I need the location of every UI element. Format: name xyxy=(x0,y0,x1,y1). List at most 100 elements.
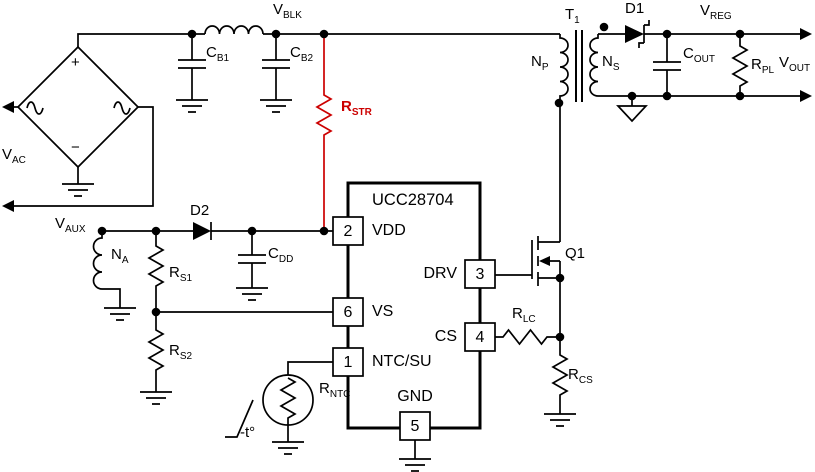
label-rs1: RS1 xyxy=(169,264,193,284)
capacitor xyxy=(178,34,206,100)
ic-pin-4-box xyxy=(464,322,496,352)
resistor-rlc xyxy=(495,328,560,346)
capacitor xyxy=(262,34,290,100)
ic-pin-label-vdd: VDD xyxy=(372,222,406,239)
ic-pin-1-number: 1 xyxy=(343,354,353,371)
wire xyxy=(287,361,333,375)
cap-cout xyxy=(653,34,681,96)
secondary-winding xyxy=(589,34,599,97)
bridge-plus-sign: + xyxy=(71,54,80,71)
ic-pin-label-ntcsu: NTC/SU xyxy=(372,353,432,370)
secondary-ground-icon xyxy=(616,105,648,123)
winding-na xyxy=(92,231,136,321)
phase-dot xyxy=(554,98,564,108)
ic-pin-label-drv: DRV xyxy=(423,265,458,282)
label-vblk: VBLK xyxy=(273,1,302,21)
ic-pin-1-box xyxy=(332,347,364,377)
ic-pin-6-box xyxy=(332,297,364,327)
label-rstr: RSTR xyxy=(341,98,372,118)
ic-pin-5-number: 5 xyxy=(410,418,420,435)
body-arrow-icon xyxy=(539,256,550,266)
junction-dots xyxy=(97,29,745,342)
ground-symbol xyxy=(399,440,431,472)
filter-inductor xyxy=(204,25,264,35)
ac-sine-icon xyxy=(26,101,44,115)
resistor-rpl xyxy=(731,34,749,96)
ac-sine-icon xyxy=(113,101,131,115)
bridge-rectifier xyxy=(16,45,140,197)
ic-pin-4-number: 4 xyxy=(475,329,485,346)
label-cb1: CB1 xyxy=(206,44,230,64)
arrow-right-icon xyxy=(800,28,812,40)
label-vreg: VREG xyxy=(700,2,732,22)
label-cout: COUT xyxy=(683,45,715,65)
ic-pin-2-number: 2 xyxy=(343,223,353,240)
diode-d2-icon xyxy=(193,222,211,240)
label-np: NP xyxy=(531,53,549,73)
ground-symbol xyxy=(544,413,576,427)
label-ns: NS xyxy=(602,53,620,73)
label-rcs: RCS xyxy=(568,366,593,386)
source-wire xyxy=(538,260,561,337)
label-q1: Q1 xyxy=(565,245,586,262)
current-sense xyxy=(495,328,576,427)
cap-cb1 xyxy=(176,34,208,113)
arrow-left-icon xyxy=(2,200,14,212)
ic-pin-2-box xyxy=(332,216,364,246)
ic-pin-label-cs: CS xyxy=(434,328,457,345)
ic-pin-6-number: 6 xyxy=(343,304,353,321)
primary-winding xyxy=(559,34,569,242)
label-rs2: RS2 xyxy=(169,342,193,362)
ground-symbol xyxy=(176,99,208,113)
ground-symbol xyxy=(236,287,268,301)
cap-cdd xyxy=(238,231,266,288)
resistor-rs1 xyxy=(147,231,165,312)
ground-symbol xyxy=(260,99,292,113)
inductor xyxy=(92,231,121,308)
wire xyxy=(77,33,205,47)
mosfet-q1 xyxy=(495,236,561,337)
ic-pin-label-gnd: GND xyxy=(397,388,433,405)
temperature-slash-icon xyxy=(225,399,254,438)
label-vout: VOUT xyxy=(779,54,811,74)
label-vaux: VAUX xyxy=(55,215,86,235)
ground-symbol xyxy=(104,307,136,321)
ground-symbol xyxy=(140,391,172,405)
resistor-rs2 xyxy=(147,312,165,392)
phase-dot xyxy=(599,22,609,32)
label-vac: VAC xyxy=(2,146,26,166)
label-na: NA xyxy=(111,246,129,266)
ground-symbol xyxy=(62,167,94,197)
arrow-right-icon xyxy=(800,90,812,102)
bridge-minus-sign: − xyxy=(71,139,80,156)
ac-input-wires xyxy=(2,101,154,212)
label-rpl: RPL xyxy=(751,56,775,76)
ic-pin-3-box xyxy=(464,259,496,289)
label-rntc: RNTC xyxy=(319,380,351,400)
vs-divider xyxy=(140,231,333,405)
ic-name: UCC28704 xyxy=(372,191,454,209)
label-ntc-temp: -t° xyxy=(240,424,256,441)
bulk-rail xyxy=(77,25,560,47)
ic-pin-5-box xyxy=(399,411,431,441)
transformer-t1 xyxy=(554,22,609,242)
label-rlc: RLC xyxy=(512,305,536,325)
ic-pin-3-number: 3 xyxy=(475,266,485,283)
arrow-left-icon xyxy=(2,101,14,113)
label-cdd: CDD xyxy=(268,245,294,265)
vdd-supply xyxy=(102,222,333,301)
diode-d1-icon xyxy=(625,25,644,43)
resistor xyxy=(315,34,333,231)
cap-cb2 xyxy=(260,34,292,113)
label-cb2: CB2 xyxy=(290,44,314,64)
ntc-thermistor xyxy=(225,361,333,455)
label-t1: T1 xyxy=(565,6,580,26)
resistor-rstr xyxy=(315,34,333,231)
ic-pin-label-vs: VS xyxy=(372,303,394,320)
label-d2: D2 xyxy=(190,202,210,219)
resistor xyxy=(279,377,297,442)
ground-symbol xyxy=(272,441,304,455)
ic-ucc28704 xyxy=(332,181,496,472)
